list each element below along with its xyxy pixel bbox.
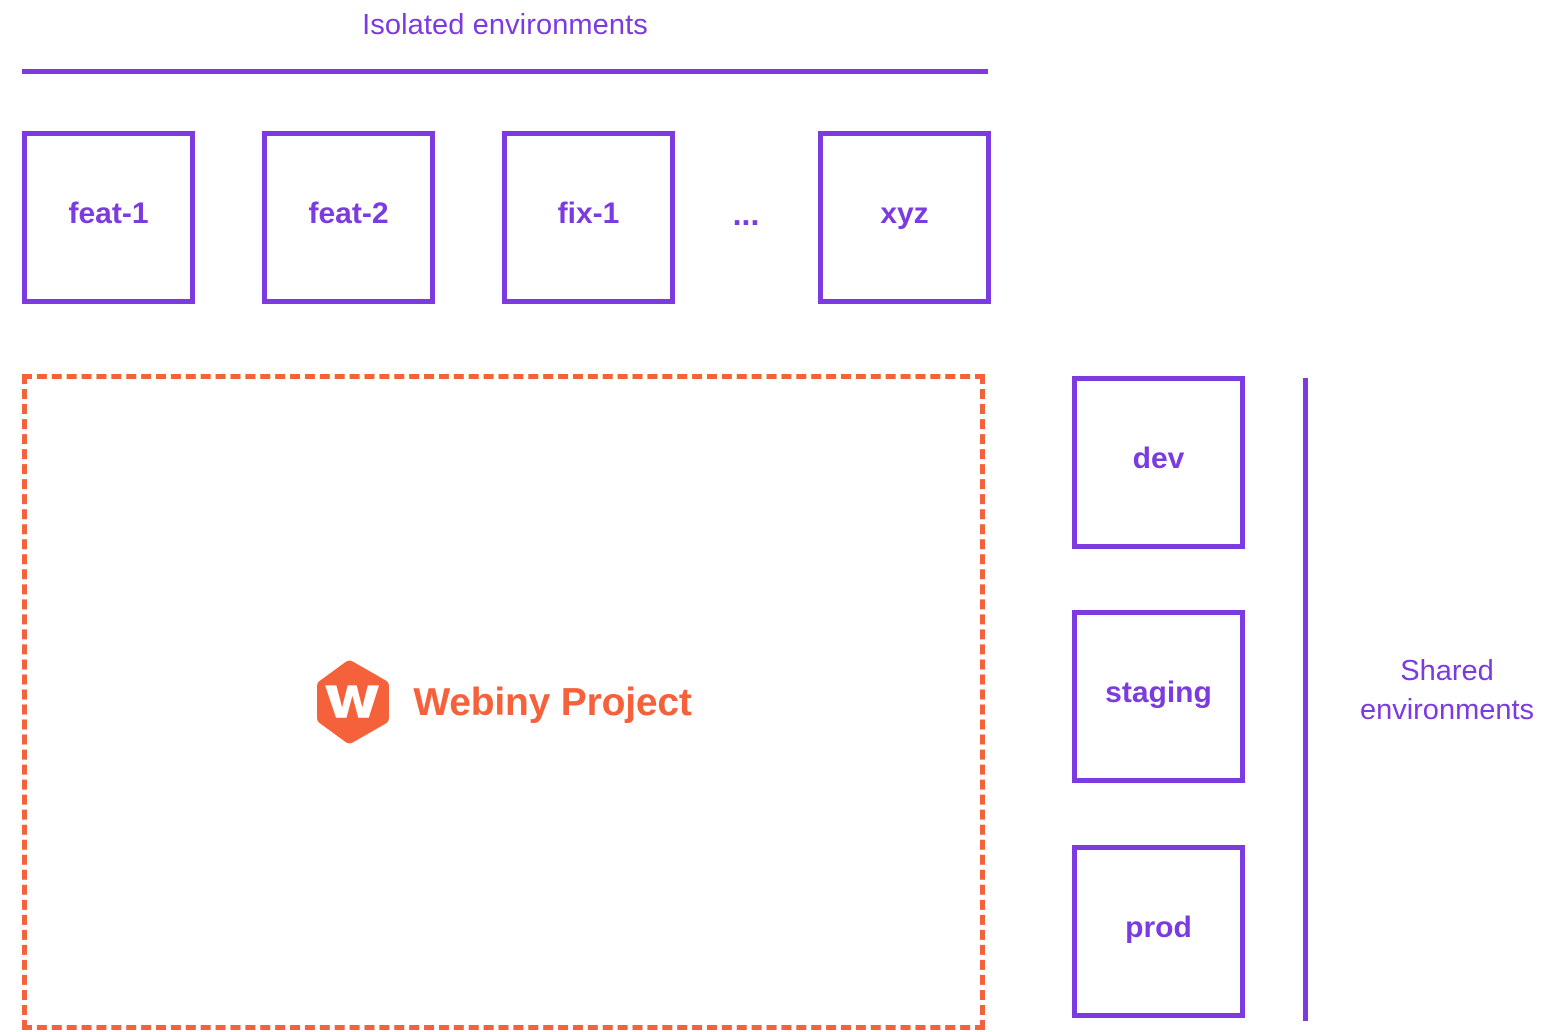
- shared-env-box-dev[interactable]: dev: [1072, 376, 1245, 549]
- shared-environments-divider: [1303, 378, 1308, 1021]
- shared-env-label: prod: [1125, 910, 1192, 944]
- isolated-env-box-fix-1[interactable]: fix-1: [502, 131, 675, 304]
- isolated-env-label: feat-2: [308, 196, 389, 230]
- isolated-env-label: xyz: [880, 196, 929, 230]
- shared-env-label: dev: [1132, 441, 1185, 475]
- shared-env-box-prod[interactable]: prod: [1072, 845, 1245, 1018]
- isolated-env-label: fix-1: [557, 196, 620, 230]
- webiny-hexagon-logo-icon: [315, 660, 391, 744]
- shared-title-line-1: Shared: [1400, 655, 1494, 687]
- isolated-environments-title: Isolated environments: [362, 9, 648, 41]
- isolated-env-box-xyz[interactable]: xyz: [818, 131, 991, 304]
- shared-env-box-staging[interactable]: staging: [1072, 610, 1245, 783]
- shared-environments-title: Shared environments: [1330, 652, 1564, 730]
- isolated-env-label: feat-1: [68, 196, 149, 230]
- shared-title-line-2: environments: [1359, 694, 1535, 726]
- isolated-env-ellipsis: ...: [702, 131, 790, 304]
- ellipsis-label: ...: [732, 195, 760, 232]
- webiny-project-container: Webiny Project: [22, 374, 985, 1030]
- isolated-environments-divider: [22, 69, 988, 74]
- webiny-project-name: Webiny Project: [413, 680, 692, 724]
- isolated-env-box-feat-2[interactable]: feat-2: [262, 131, 435, 304]
- webiny-brand: Webiny Project: [27, 379, 980, 1025]
- shared-env-label: staging: [1105, 675, 1212, 709]
- isolated-env-box-feat-1[interactable]: feat-1: [22, 131, 195, 304]
